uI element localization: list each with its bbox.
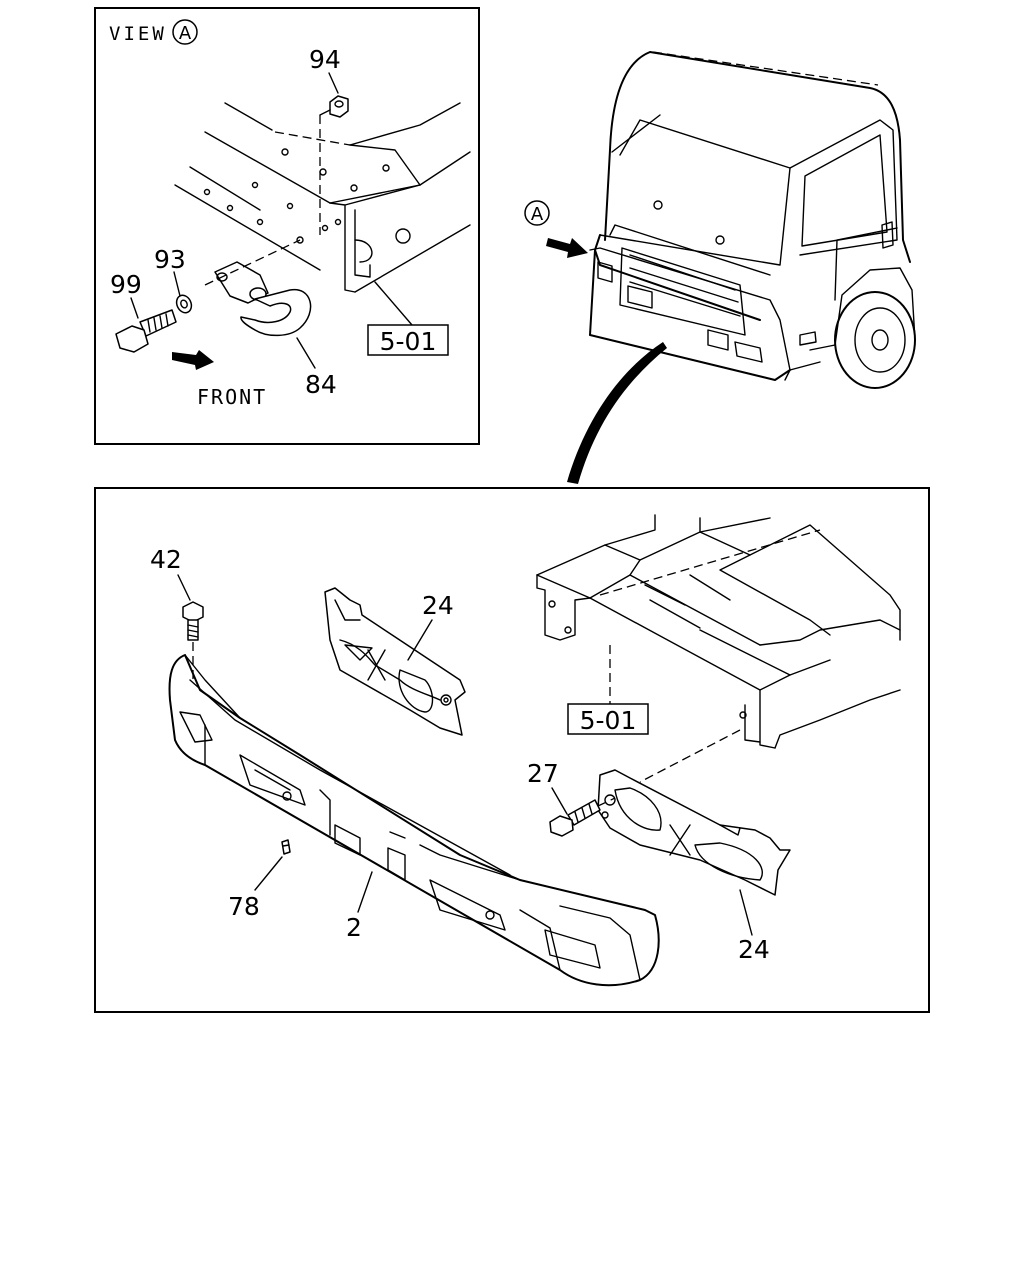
truck-cab-drawing — [589, 51, 916, 389]
bolt-42 — [182, 601, 204, 682]
view-direction-arrow-icon — [546, 238, 588, 258]
nut-94 — [319, 95, 349, 235]
washer-93 — [175, 294, 193, 314]
clip-78 — [281, 839, 291, 855]
bumper-ref-box-frame — [567, 703, 649, 735]
view-a-panel: VIEW A — [94, 7, 480, 445]
bumper-2 — [168, 654, 660, 987]
chassis-frame-end-drawing — [536, 514, 901, 783]
callout-2: 2 — [346, 913, 362, 942]
view-title-circle — [172, 19, 198, 45]
view-title-prefix: VIEW — [109, 23, 167, 45]
bumper-ref-box-text: 5-01 — [580, 706, 637, 735]
bolt-27 — [549, 797, 616, 837]
callout-42: 42 — [150, 545, 182, 574]
tow-hook-84 — [204, 239, 312, 337]
callout-94: 94 — [309, 45, 341, 74]
view-title-circle-letter: A — [179, 23, 192, 44]
view-a-frame — [94, 7, 480, 445]
callout-99: 99 — [110, 270, 142, 299]
view-a-marker-letter: A — [531, 204, 544, 225]
bracket-24-lower — [597, 769, 791, 896]
bumper-panel: 5-01 24 24 — [94, 487, 930, 1013]
frame-rail-drawing — [174, 102, 471, 293]
front-label: FRONT — [197, 385, 267, 409]
front-arrow-icon — [172, 350, 214, 370]
connector-arrow — [567, 342, 667, 484]
bolt-99 — [115, 309, 177, 353]
callout-93: 93 — [154, 245, 186, 274]
callout-24-bottom: 24 — [738, 935, 770, 964]
callout-84: 84 — [305, 370, 337, 399]
callout-24-top: 24 — [422, 591, 454, 620]
bumper-frame — [94, 487, 930, 1013]
ref-box-frame — [367, 324, 449, 356]
bracket-24-upper — [324, 587, 466, 736]
callout-78: 78 — [228, 892, 260, 921]
callout-27: 27 — [527, 759, 559, 788]
view-a-marker-circle — [524, 200, 550, 226]
ref-box-text: 5-01 — [380, 327, 437, 356]
